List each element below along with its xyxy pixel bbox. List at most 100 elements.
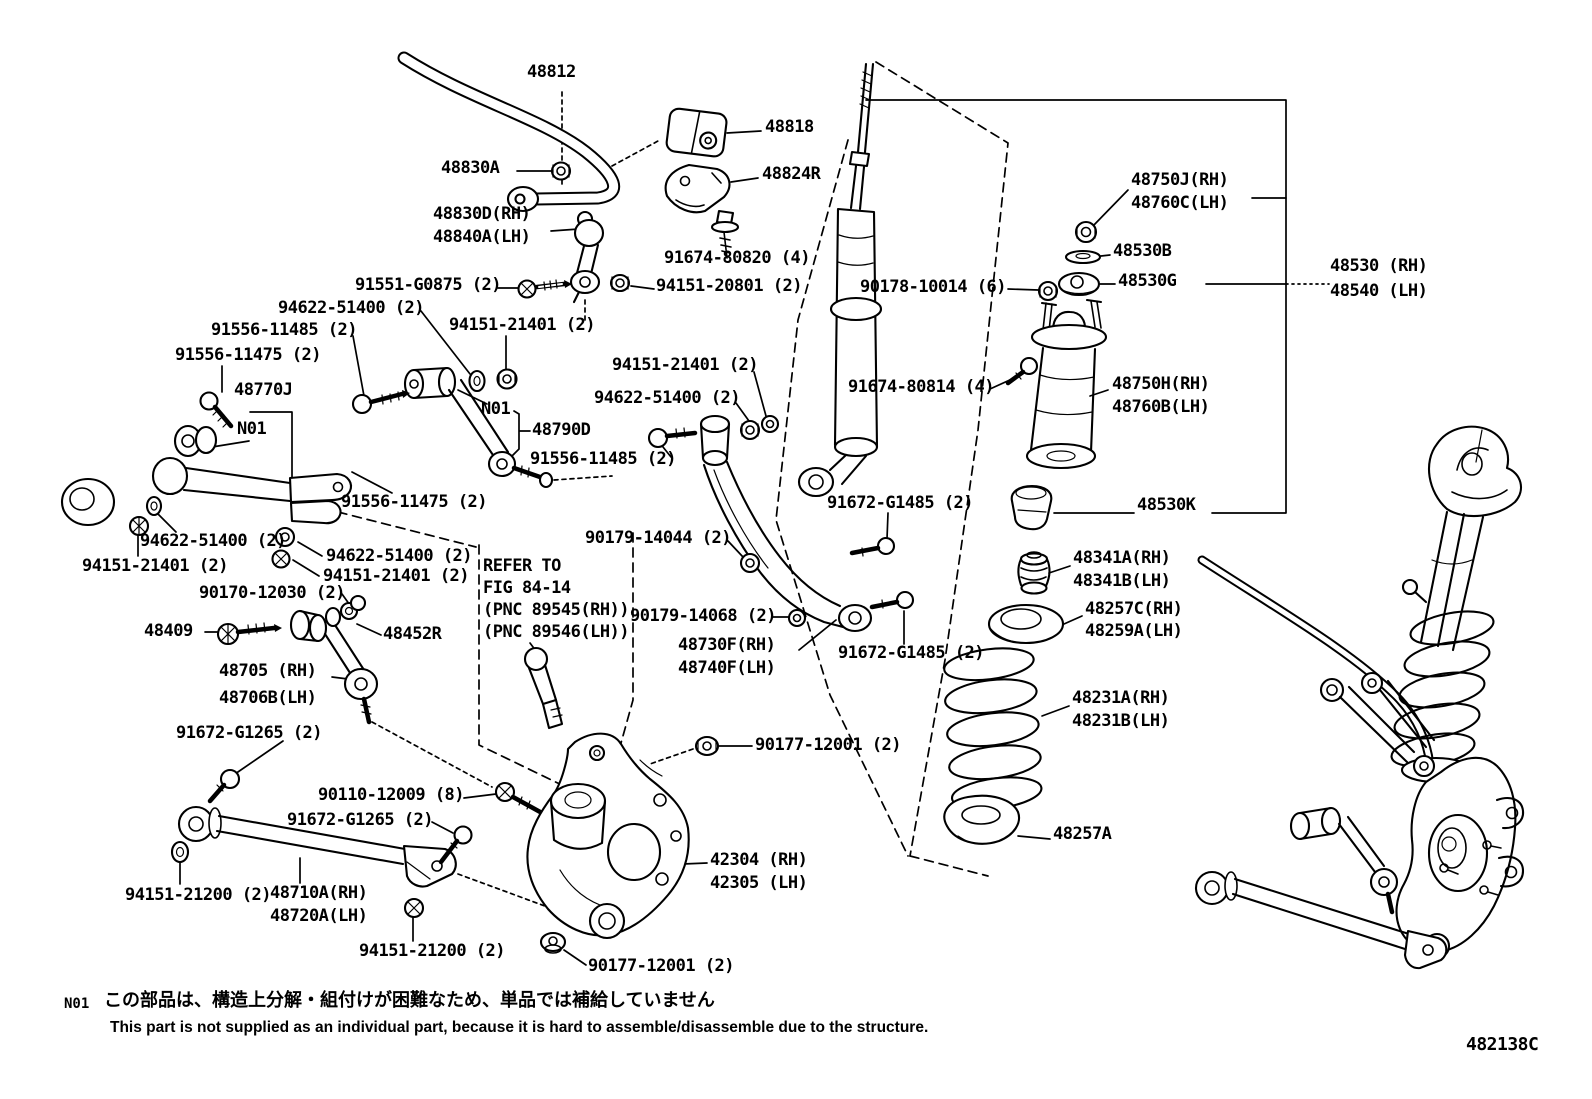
part-label: 48840A(LH) [433,227,531,247]
part-label: 48530K [1137,495,1196,515]
footnote-ref: N01 [64,996,90,1012]
part-label: 91672-G1485 (2) [838,643,985,663]
part-label: 48530G [1118,271,1177,291]
part-label: 48257A [1053,824,1112,844]
part-label: 94151-21401 (2) [323,566,470,586]
part-label: 48790D [532,420,591,440]
part-label: 94151-21200 (2) [359,941,506,961]
link-bolt [517,279,572,299]
part-label: 48231B(LH) [1072,711,1170,731]
part-label: 91674-80814 (4) [848,377,995,397]
part-label: 91674-80820 (4) [664,248,811,268]
part-label: 94151-21200 (2) [125,885,272,905]
part-label: 48730F(RH) [678,635,776,655]
part-label: 91556-11485 (2) [530,449,677,469]
part-label: 48750J(RH) [1131,170,1229,190]
shock-support [1005,298,1108,470]
part-label: 48710A(RH) [270,883,368,903]
upper-arm-48790D [403,366,554,489]
part-label: 48705 (RH) [219,661,317,681]
part-label: 48720A(LH) [270,906,368,926]
part-label: REFER TO [483,556,561,576]
part-label: 48706B(LH) [219,688,317,708]
figure-code: 482138C [1466,1034,1539,1055]
part-label: N01 [237,419,267,439]
arm-bushing-n01 [173,424,218,458]
part-label: 91672-G1265 (2) [176,723,323,743]
part-label: 91556-11475 (2) [175,345,322,365]
stabilizer-bar [397,51,621,213]
part-label: 91556-11485 (2) [211,320,358,340]
link-nut [609,273,631,293]
arm-bolt-48790D [351,368,518,415]
part-label: 48830D(RH) [433,204,531,224]
part-label: 90178-10014 (6) [860,277,1007,297]
part-label: 94622-51400 (2) [326,546,473,566]
part-label: 48750H(RH) [1112,374,1210,394]
knuckle-42304 [526,732,690,940]
strut-rod-48710A [170,805,473,919]
ball-joint [523,646,564,730]
part-label: 94151-21401 (2) [612,355,759,375]
part-label: 90170-12030 (2) [199,583,346,603]
stabilizer-nut [550,161,572,181]
part-label: 48257C(RH) [1085,599,1183,619]
stabilizer-bushing [665,107,728,158]
part-label: 42305 (LH) [710,873,808,893]
mount-hardware [1037,220,1102,302]
part-label: 94151-20801 (2) [656,276,803,296]
part-label: 48231A(RH) [1072,688,1170,708]
part-label: 90179-14044 (2) [585,528,732,548]
part-label: 91556-11475 (2) [341,492,488,512]
part-label: 48740F(LH) [678,658,776,678]
part-label: 48760C(LH) [1131,193,1229,213]
arm-hardware-left [128,391,296,569]
part-label: 94622-51400 (2) [278,298,425,318]
bump-stop-48341 [1017,551,1051,595]
upper-control-arm-48770J [151,456,352,525]
stabilizer-bracket [664,163,731,214]
cushion-48530K [1010,484,1053,531]
part-label: 48824R [762,164,821,184]
footnote-english: This part is not supplied as an individu… [110,1019,929,1036]
part-label: 48812 [527,62,576,82]
part-label: (PNC 89546(LH)) [483,622,630,642]
footnote-japanese: この部品は、構造上分解・組付けが困難なため、単品では補給していません [104,990,715,1011]
bolt-90110 [494,781,545,816]
part-label: 48770J [234,380,293,400]
bolt-48409 [216,622,282,646]
part-label: 48341A(RH) [1073,548,1171,568]
part-label: 48818 [765,117,814,137]
knuckle-nuts [539,735,720,954]
part-label: 48530 (RH) [1330,256,1428,276]
arm2-hardware [647,414,780,449]
part-label: 42304 (RH) [710,850,808,870]
part-label: 48830A [441,158,500,178]
part-label: 48341B(LH) [1073,571,1171,591]
spring-insulator-upper [987,603,1065,645]
bushing-end-piece [60,477,116,527]
dashed-boundary-lines [337,61,1009,917]
part-label: 48760B(LH) [1112,397,1210,417]
part-label: 94622-51400 (2) [594,388,741,408]
arm-48705 [289,594,379,725]
part-label: 90177-12001 (2) [588,956,735,976]
assembled-view [1194,425,1525,970]
part-label: 91672-G1265 (2) [287,810,434,830]
bolt-91672-G1265-a [207,768,241,804]
part-label: 48259A(LH) [1085,621,1183,641]
leader-lines [137,130,1135,966]
shock-absorber [797,62,883,498]
part-label: 91672-G1485 (2) [827,493,974,513]
part-label: 94151-21401 (2) [82,556,229,576]
part-label: 48530B [1113,241,1172,261]
part-label: 94151-21401 (2) [449,315,596,335]
part-label: 48409 [144,621,193,641]
part-label: 48540 (LH) [1330,281,1428,301]
part-label: 48452R [383,624,442,644]
part-label: 94622-51400 (2) [140,531,287,551]
part-label: (PNC 89545(RH)) [483,600,630,620]
